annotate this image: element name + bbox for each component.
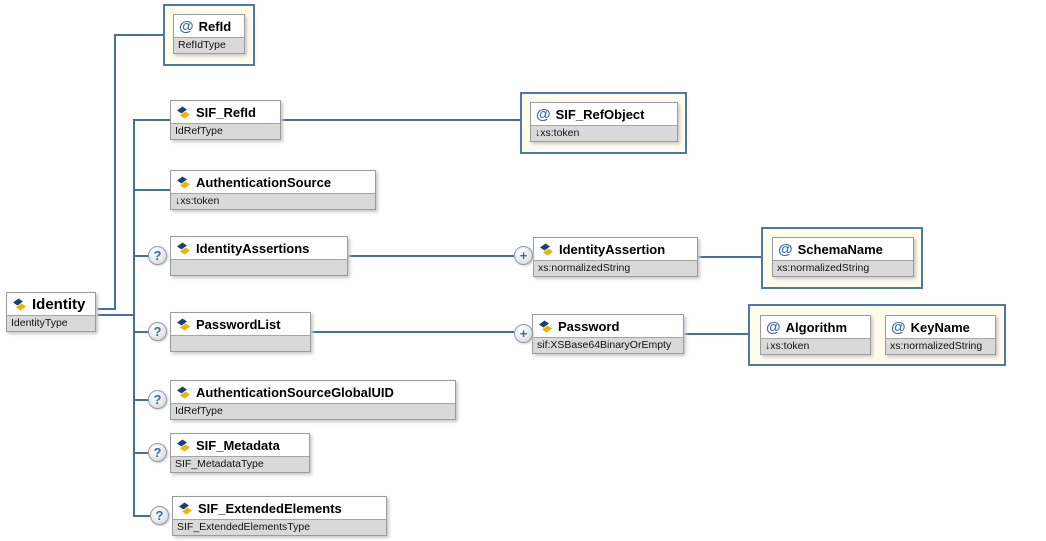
connector-line: [97, 314, 135, 316]
element-icon: [179, 502, 192, 514]
global-box-schema-name: @ SchemaName xs:normalizedString: [761, 227, 923, 289]
element-box-identity[interactable]: Identity IdentityType: [6, 292, 96, 332]
element-name: Password: [558, 318, 620, 334]
element-box-password[interactable]: Password sif:XSBase64BinaryOrEmpty: [532, 314, 684, 354]
element-name: PasswordList: [196, 316, 281, 332]
connector-line: [133, 515, 152, 517]
element-name: AuthenticationSource: [196, 174, 332, 190]
connector-line: [684, 333, 748, 335]
attribute-box-refid[interactable]: @ RefId RefIdType: [173, 14, 245, 54]
connector-line: [281, 119, 520, 121]
element-box-sif-metadata[interactable]: SIF_Metadata SIF_MetadataType: [170, 433, 310, 473]
attribute-icon: @: [766, 318, 781, 336]
element-icon: [540, 243, 553, 255]
attribute-name: SIF_RefObject: [555, 106, 645, 122]
element-name: SIF_Metadata: [196, 437, 280, 453]
element-name: SIF_RefId: [196, 104, 256, 120]
element-icon: [177, 176, 190, 188]
optional-badge[interactable]: ?: [148, 443, 167, 462]
connector-line: [133, 119, 170, 121]
connector-line: [133, 452, 150, 454]
optional-badge[interactable]: ?: [150, 506, 169, 525]
element-type: [171, 259, 347, 275]
optional-badge[interactable]: ?: [148, 322, 167, 341]
connector-line: [133, 255, 150, 257]
repeat-badge[interactable]: +: [514, 324, 533, 343]
element-name: Identity: [32, 295, 86, 313]
element-name: IdentityAssertions: [196, 240, 310, 256]
element-box-identity-assertion[interactable]: IdentityAssertion xs:normalizedString: [533, 237, 698, 277]
attribute-icon: @: [778, 240, 793, 258]
attribute-type: RefIdType: [174, 37, 244, 53]
repeat-badge[interactable]: +: [514, 246, 533, 265]
attribute-type: xs:normalizedString: [773, 260, 913, 276]
element-type: xs:normalizedString: [534, 260, 697, 276]
element-type: sif:XSBase64BinaryOrEmpty: [533, 337, 683, 353]
element-icon: [177, 318, 190, 330]
element-box-authentication-source[interactable]: AuthenticationSource ↓xs:token: [170, 170, 376, 210]
element-box-authentication-source-global-uid[interactable]: AuthenticationSourceGlobalUID IdRefType: [170, 380, 456, 420]
element-name: SIF_ExtendedElements: [198, 500, 342, 516]
element-type: IdentityType: [7, 315, 95, 331]
element-type: [171, 335, 310, 351]
element-box-password-list[interactable]: PasswordList: [170, 312, 311, 352]
connector-line: [114, 34, 163, 36]
attribute-icon: @: [891, 318, 906, 336]
attribute-name: RefId: [198, 18, 232, 34]
connector-line: [133, 119, 135, 517]
element-type: IdRefType: [171, 403, 455, 419]
element-type: SIF_MetadataType: [171, 456, 309, 472]
element-type: IdRefType: [171, 123, 280, 139]
attribute-box-algorithm[interactable]: @ Algorithm ↓xs:token: [760, 315, 871, 355]
element-type: ↓xs:token: [171, 193, 375, 209]
connector-line: [133, 189, 170, 191]
global-box-sif-refobject: @ SIF_RefObject ↓xs:token: [520, 92, 687, 154]
attribute-icon: @: [536, 105, 551, 123]
element-icon: [177, 106, 190, 118]
connector-line: [133, 331, 150, 333]
element-icon: [177, 242, 190, 254]
element-icon: [13, 298, 26, 310]
element-name: IdentityAssertion: [559, 241, 666, 257]
attribute-type: ↓xs:token: [761, 338, 870, 354]
optional-badge[interactable]: ?: [148, 246, 167, 265]
element-box-identity-assertions[interactable]: IdentityAssertions: [170, 236, 348, 276]
element-icon: [177, 439, 190, 451]
connector-line: [97, 308, 116, 310]
element-box-sif-extended-elements[interactable]: SIF_ExtendedElements SIF_ExtendedElement…: [172, 496, 387, 536]
attribute-name: KeyName: [910, 319, 970, 335]
optional-badge[interactable]: ?: [148, 390, 167, 409]
attribute-type: ↓xs:token: [531, 125, 677, 141]
element-type: SIF_ExtendedElementsType: [173, 519, 386, 535]
global-box-refid: @ RefId RefIdType: [163, 4, 255, 66]
connector-line: [133, 399, 150, 401]
attribute-box-schema-name[interactable]: @ SchemaName xs:normalizedString: [772, 237, 914, 277]
attribute-icon: @: [179, 17, 194, 35]
element-icon: [539, 320, 552, 332]
connector-line: [348, 255, 514, 257]
element-name: AuthenticationSourceGlobalUID: [196, 384, 394, 400]
connector-line: [311, 331, 514, 333]
attribute-box-key-name[interactable]: @ KeyName xs:normalizedString: [885, 315, 996, 355]
element-icon: [177, 386, 190, 398]
connector-line: [114, 34, 116, 310]
connector-line: [698, 256, 761, 258]
attribute-name: Algorithm: [785, 319, 848, 335]
attribute-type: xs:normalizedString: [886, 338, 995, 354]
attribute-box-sif-refobject[interactable]: @ SIF_RefObject ↓xs:token: [530, 102, 678, 142]
global-box-password-attributes: @ Algorithm ↓xs:token @ KeyName xs:norma…: [748, 304, 1006, 366]
attribute-name: SchemaName: [797, 241, 883, 257]
element-box-sif-refid[interactable]: SIF_RefId IdRefType: [170, 100, 281, 140]
